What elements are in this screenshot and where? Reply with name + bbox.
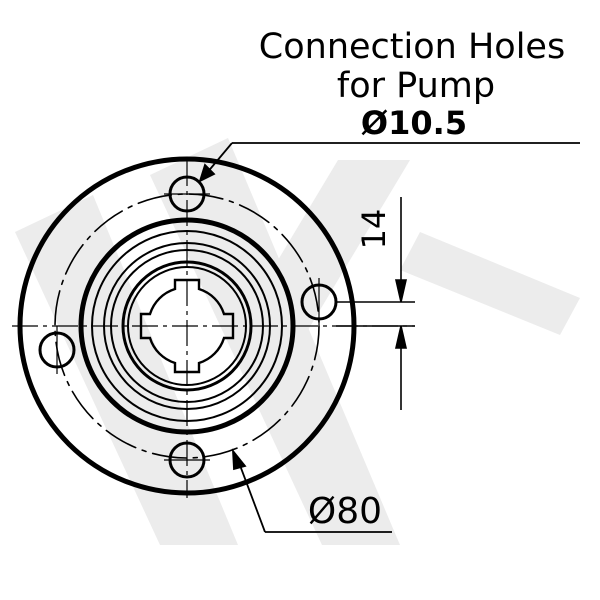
watermark-stroke-lower — [400, 232, 580, 335]
offset-label: 14 — [355, 209, 393, 250]
bolt-leader-line — [237, 459, 266, 533]
offset-dimension — [336, 197, 415, 410]
holes-callout-line1: Connection Holes — [259, 27, 565, 67]
bolt-circle-leader — [231, 448, 392, 533]
leader-arrowhead — [198, 163, 216, 183]
holes-diameter-label: Ø10.5 — [361, 104, 467, 142]
hole-diameter-leader — [198, 142, 580, 183]
bolt-leader-arrowhead — [231, 448, 247, 471]
leader-line — [205, 142, 233, 175]
splined-bore — [139, 278, 235, 374]
bolt-circle-label: Ø80 — [308, 491, 382, 532]
holes-callout-line2: for Pump — [337, 66, 495, 106]
arrowhead-lower — [394, 325, 408, 349]
watermark-stroke-middle — [150, 138, 400, 545]
spline-profile — [139, 278, 235, 374]
arrowhead-upper — [394, 279, 408, 303]
watermark-stroke-upper — [233, 160, 410, 335]
